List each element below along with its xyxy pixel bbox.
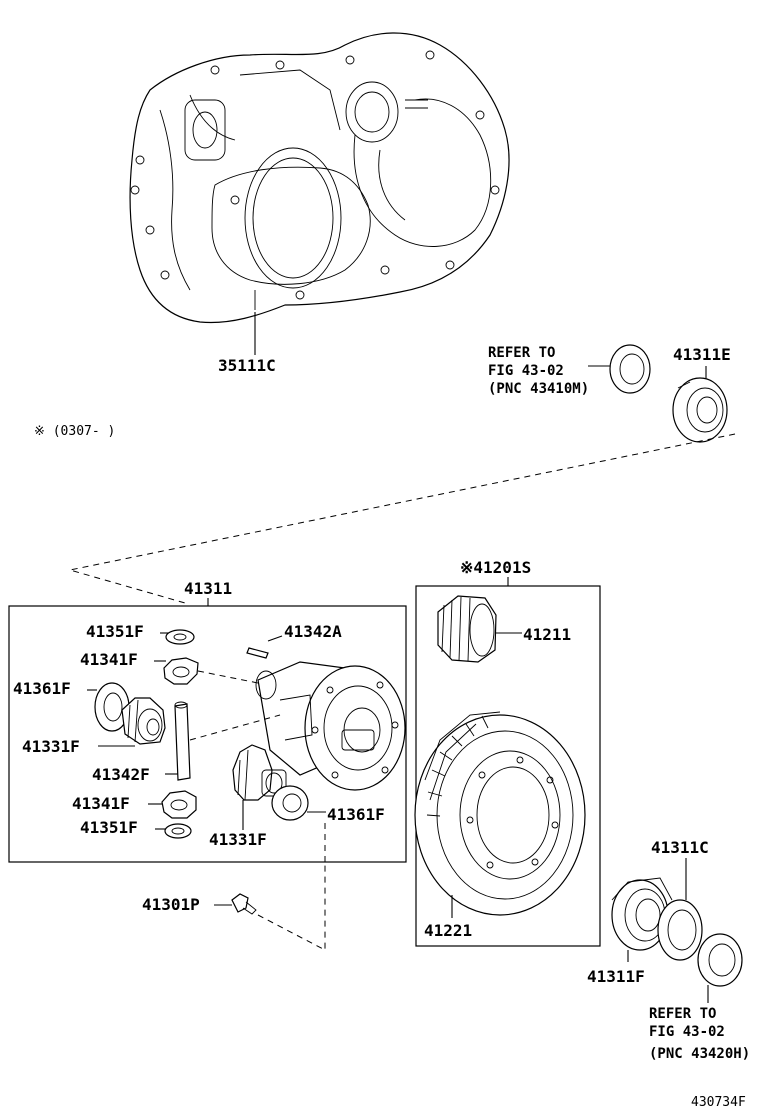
thrust-washer-right-drawing: [271, 785, 326, 821]
label-41341f-top: 41341F: [80, 650, 138, 669]
oil-seal-top-drawing: [588, 344, 651, 394]
ref-bottom-line3: (PNC 43420H): [649, 1046, 750, 1062]
ref-bottom-line2: FIG 43-02: [649, 1024, 725, 1040]
label-41311f: 41311F: [587, 967, 645, 986]
label-41361f-left: 41361F: [13, 679, 71, 698]
gear-kit-box: [415, 585, 601, 947]
label-41331f-right: 41331F: [209, 830, 267, 849]
bolt-41301p-drawing: [214, 893, 257, 915]
differential-case-drawing: [255, 661, 406, 791]
label-41311: 41311: [184, 579, 232, 598]
pinion-gear-left-drawing: [98, 697, 166, 747]
label-41361f-right: 41361F: [327, 805, 385, 824]
label-41221: 41221: [424, 921, 472, 940]
side-gear-top-drawing: [154, 657, 199, 685]
pin-41342a-drawing: [246, 635, 283, 659]
ring-gear-drawing: [414, 711, 586, 918]
label-41301p: 41301P: [142, 895, 200, 914]
drive-pinion-drawing: [437, 595, 522, 663]
label-41201s: ※41201S: [460, 558, 531, 577]
side-gear-bottom-drawing: [148, 790, 197, 819]
diff-case-box: [8, 605, 407, 863]
label-41342f: 41342F: [92, 765, 150, 784]
pinion-gear-right-drawing: [232, 744, 287, 830]
label-41342a: 41342A: [284, 622, 342, 641]
label-41311c: 41311C: [651, 838, 709, 857]
figure-code: 430734F: [691, 1095, 746, 1110]
label-41351f-top: 41351F: [86, 622, 144, 641]
washer-top-drawing: [160, 629, 195, 645]
ref-top-line3: (PNC 43410M): [488, 381, 589, 397]
oil-seal-bottom-drawing: [697, 933, 743, 1003]
transaxle-case-drawing: [129, 32, 510, 355]
ref-top-line1: REFER TO: [488, 345, 555, 361]
ref-top-line2: FIG 43-02: [488, 363, 564, 379]
shim-41311c-drawing: [657, 899, 703, 961]
note-mark: ※ (0307- ): [34, 424, 115, 439]
label-41341f-bottom: 41341F: [72, 794, 130, 813]
guide-line-top: [69, 433, 736, 604]
label-41211: 41211: [523, 625, 571, 644]
washer-bottom-drawing: [155, 823, 192, 839]
thrust-washer-left-drawing: [87, 682, 130, 732]
label-35111c: 35111C: [218, 356, 276, 375]
label-41311e: 41311E: [673, 345, 731, 364]
shaft-41342f-drawing: [165, 670, 281, 781]
ref-bottom-line1: REFER TO: [649, 1006, 716, 1022]
label-41331f-left: 41331F: [22, 737, 80, 756]
bearing-41311e-drawing: [672, 366, 728, 443]
label-41351f-bottom: 41351F: [80, 818, 138, 837]
guide-line-bolt: [257, 862, 326, 951]
